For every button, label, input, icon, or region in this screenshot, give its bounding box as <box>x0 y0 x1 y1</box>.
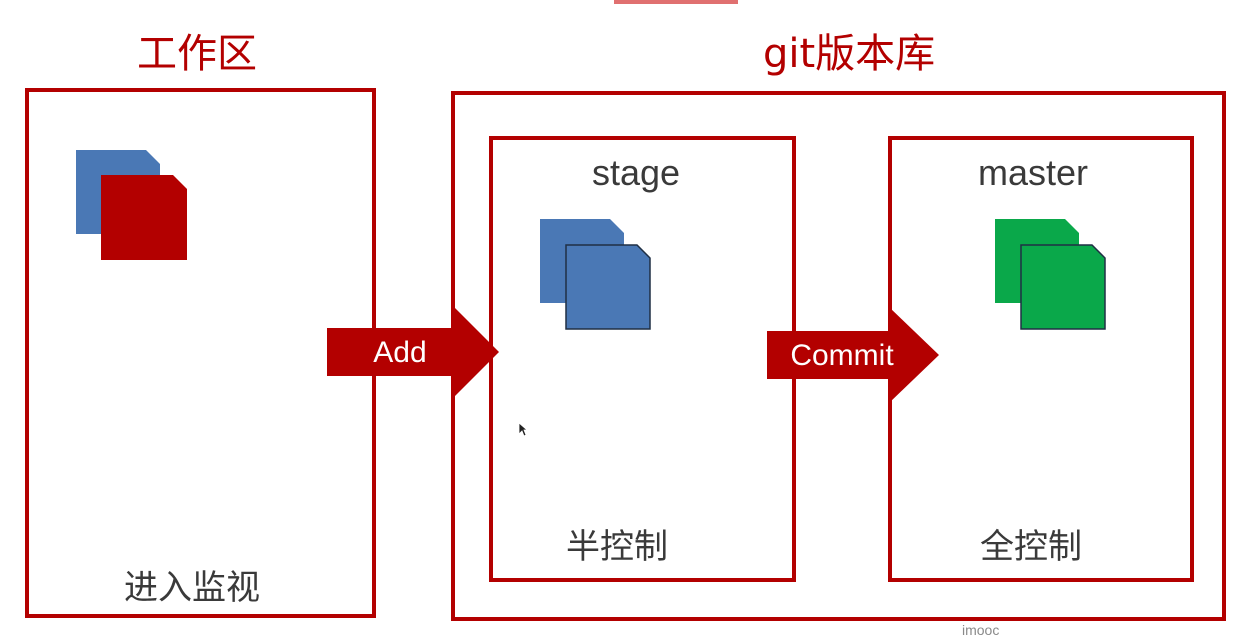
master-title: master <box>978 152 1089 193</box>
top-accent-bar <box>614 0 738 4</box>
doc-front-green <box>1020 244 1106 330</box>
stage-documents-icon <box>540 219 651 330</box>
doc-front-blue <box>565 244 651 330</box>
repository-title: git版本库 <box>763 31 936 77</box>
stage-caption: 半控制 <box>566 527 668 567</box>
master-documents-icon <box>995 219 1106 330</box>
doc-front-red <box>101 175 187 260</box>
stage-box <box>489 136 796 582</box>
stage-title: stage <box>592 152 681 193</box>
workspace-title: 工作区 <box>137 31 257 77</box>
master-caption: 全控制 <box>980 527 1082 567</box>
workspace-caption: 进入监视 <box>124 568 260 608</box>
add-arrow <box>327 306 499 398</box>
workspace-documents-icon <box>76 150 187 260</box>
commit-arrow <box>767 307 939 403</box>
add-arrow-label: Add <box>373 336 427 369</box>
mouse-cursor-icon <box>518 422 528 437</box>
watermark: imooc <box>962 622 1000 638</box>
commit-arrow-label: Commit <box>790 339 894 372</box>
